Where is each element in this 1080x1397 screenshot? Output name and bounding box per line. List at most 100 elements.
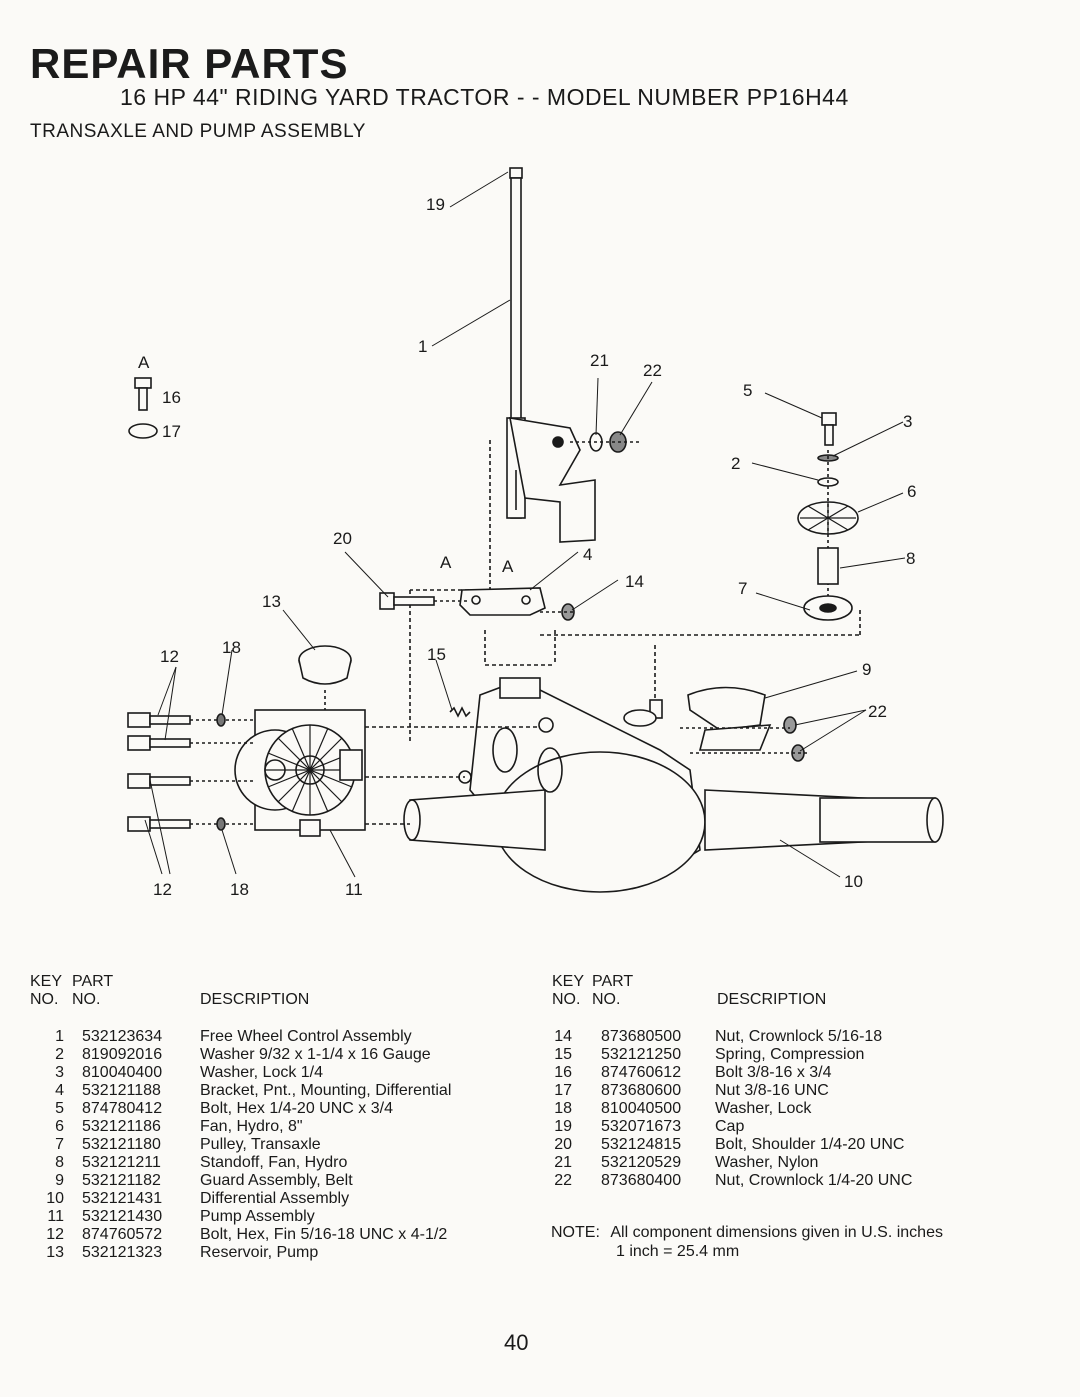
fan-pulley-stack	[797, 412, 859, 621]
part-description: Washer, Lock	[715, 1100, 812, 1117]
callout-12-bottom: 12	[153, 880, 172, 899]
callout-12-top: 12	[160, 647, 179, 666]
callout-a: A	[138, 353, 150, 372]
differential-assembly	[403, 677, 944, 893]
parts-row: 6 532121186 Fan, Hydro, 8"	[30, 1118, 530, 1136]
note-label: NOTE:	[551, 1224, 600, 1241]
exploded-parts-diagram: 19 1 A 16 17 21 22 5 3 2 6 20 4 14 8 7 1…	[127, 167, 944, 899]
key-no: 6	[55, 1118, 64, 1135]
callout-11: 11	[345, 880, 363, 899]
header-part: PART	[592, 973, 634, 990]
compression-spring	[449, 706, 471, 718]
key-no: 20	[554, 1136, 572, 1153]
page-number: 40	[504, 1330, 529, 1355]
part-description: Cap	[715, 1118, 745, 1135]
key-no: 15	[554, 1046, 572, 1063]
part-no: 532121431	[82, 1190, 163, 1207]
part-description: Bolt 3/8-16 x 3/4	[715, 1064, 832, 1081]
key-no: 17	[554, 1082, 572, 1099]
part-description: Washer, Nylon	[715, 1154, 819, 1171]
nut-17-icon	[128, 423, 158, 439]
part-no: 874760572	[82, 1226, 163, 1243]
part-no: 532121188	[82, 1082, 161, 1099]
key-no: 12	[46, 1226, 64, 1243]
callout-19: 19	[426, 195, 445, 214]
key-no: 1	[55, 1028, 64, 1045]
header-no2: NO.	[592, 991, 621, 1008]
part-no: 532121250	[601, 1046, 682, 1063]
key-no: 19	[554, 1118, 572, 1135]
part-description: Bolt, Shoulder 1/4-20 UNC	[715, 1136, 905, 1153]
page-title: REPAIR PARTS	[30, 40, 349, 87]
part-description: Nut, Crownlock 1/4-20 UNC	[715, 1172, 913, 1189]
part-no: 532121430	[82, 1208, 163, 1225]
part-description: Bolt, Hex 1/4-20 UNC x 3/4	[200, 1100, 393, 1117]
section-title: TRANSAXLE AND PUMP ASSEMBLY	[30, 121, 366, 142]
header-no1: NO.	[30, 991, 59, 1008]
key-no: 21	[554, 1154, 572, 1171]
parts-row: 15 532121250 Spring, Compression	[552, 1046, 1072, 1064]
part-description: Differential Assembly	[200, 1190, 350, 1207]
part-no: 819092016	[82, 1046, 163, 1063]
part-no: 874780412	[82, 1100, 163, 1117]
key-no: 5	[55, 1100, 64, 1117]
callout-7: 7	[738, 579, 747, 598]
mounting-bracket	[459, 587, 546, 616]
part-no: 532121323	[82, 1244, 163, 1261]
part-description: Nut, Crownlock 5/16-18	[715, 1028, 883, 1045]
free-wheel-bracket	[509, 417, 596, 543]
header-no2: NO.	[72, 991, 101, 1008]
parts-row: 13 532121323 Reservoir, Pump	[30, 1244, 530, 1262]
key-no: 8	[55, 1154, 64, 1171]
callout-20: 20	[333, 529, 352, 548]
part-no: 532121211	[82, 1154, 161, 1171]
washer-nut-21-22	[570, 431, 640, 453]
callout-15: 15	[427, 645, 446, 664]
part-description: Pump Assembly	[200, 1208, 315, 1225]
right-table-header: KEY PART NO. NO. DESCRIPTION	[552, 973, 952, 1013]
part-description: Reservoir, Pump	[200, 1244, 319, 1261]
part-description: Free Wheel Control Assembly	[200, 1028, 412, 1045]
callout-a-right: A	[502, 557, 514, 576]
part-no: 532120529	[601, 1154, 682, 1171]
part-description: Washer 9/32 x 1-1/4 x 16 Gauge	[200, 1046, 431, 1063]
part-description: Guard Assembly, Belt	[200, 1172, 353, 1189]
part-no: 810040400	[82, 1064, 163, 1081]
model-subtitle: 16 HP 44" RIDING YARD TRACTOR - - MODEL …	[120, 84, 849, 110]
shoulder-bolt	[379, 592, 470, 610]
part-description: Spring, Compression	[715, 1046, 865, 1063]
left-table-header: KEY PART NO. NO. DESCRIPTION	[30, 973, 430, 1013]
key-no: 2	[55, 1046, 64, 1063]
part-no: 873680500	[601, 1028, 682, 1045]
callout-5: 5	[743, 381, 752, 400]
header-key: KEY	[552, 973, 585, 990]
callout-18-bottom: 18	[230, 880, 249, 899]
callout-22-top: 22	[643, 361, 662, 380]
callout-13: 13	[262, 592, 281, 611]
part-description: Fan, Hydro, 8"	[200, 1118, 303, 1135]
part-description: Washer, Lock 1/4	[200, 1064, 324, 1081]
callout-18-top: 18	[222, 638, 241, 657]
part-no: 532071673	[601, 1118, 682, 1135]
header-desc: DESCRIPTION	[717, 991, 827, 1008]
callout-3: 3	[903, 412, 912, 431]
key-no: 3	[55, 1064, 64, 1081]
header-no1: NO.	[552, 991, 581, 1008]
key-no: 9	[55, 1172, 64, 1189]
dimension-note: NOTE: All component dimensions given in …	[551, 1224, 943, 1242]
key-no: 13	[46, 1244, 64, 1261]
part-no: 532121186	[82, 1118, 161, 1135]
header-part: PART	[72, 973, 114, 990]
key-no: 16	[554, 1064, 572, 1081]
